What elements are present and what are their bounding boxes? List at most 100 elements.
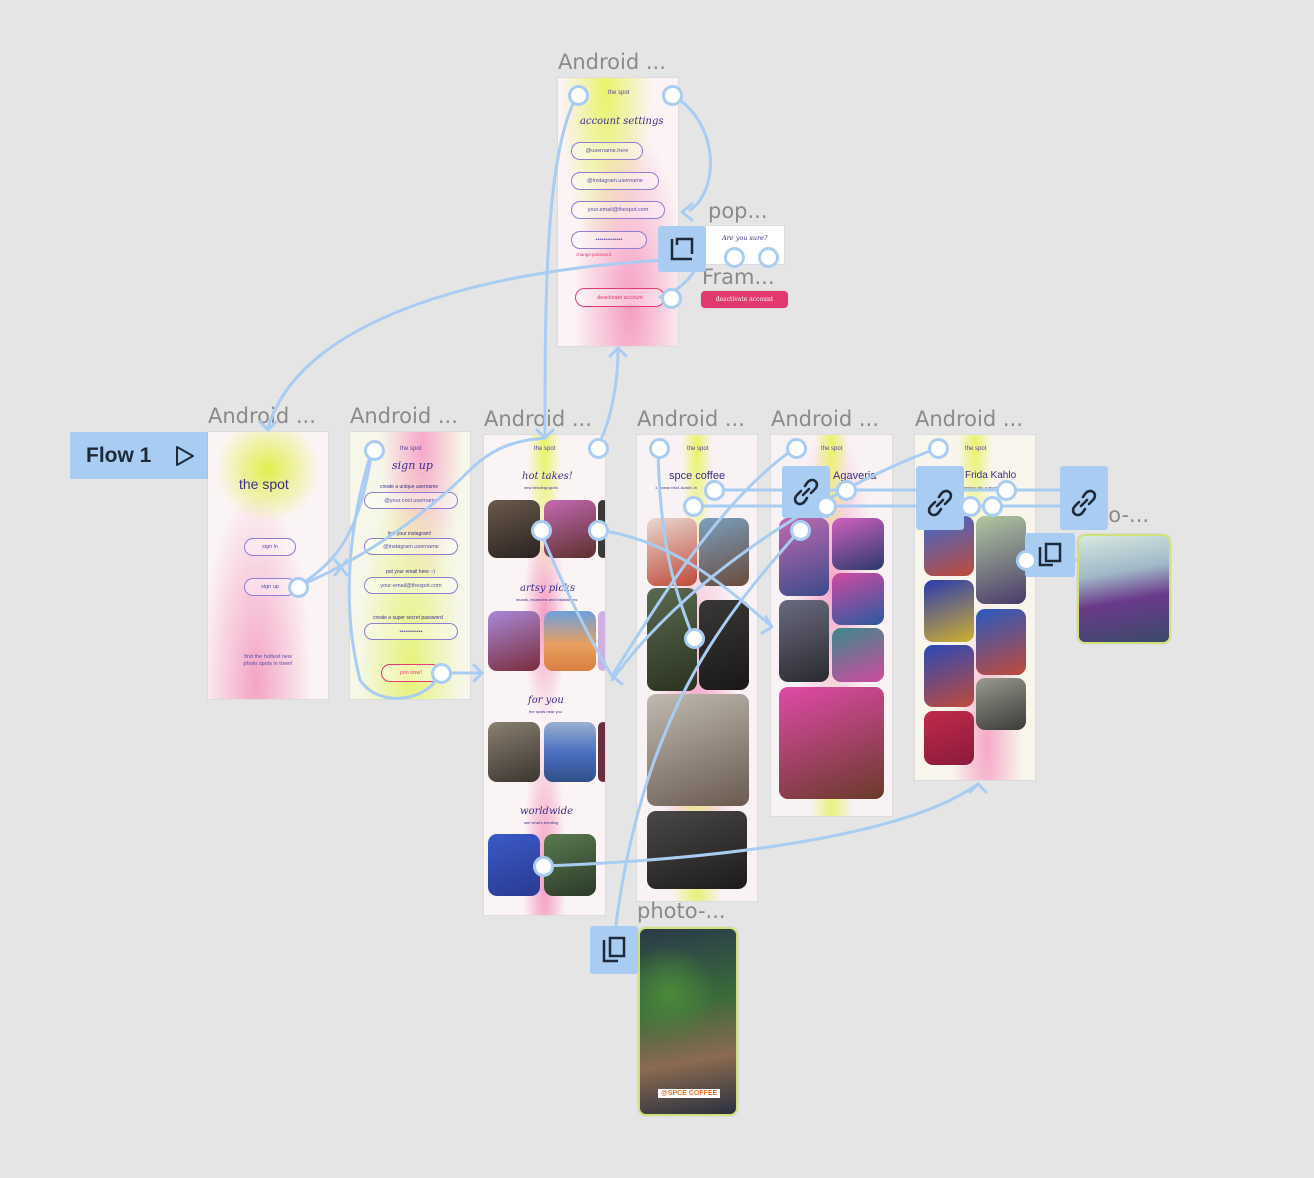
frame-sign-up[interactable]: the spot sign up create a unique usernam…	[350, 432, 470, 699]
frame-photo-bottom[interactable]: @SPCE COFFEE	[638, 927, 738, 1116]
link-icon-box[interactable]	[1060, 466, 1108, 530]
connection-line[interactable]	[295, 436, 547, 589]
frame-label-photo-right[interactable]: to-...	[1100, 503, 1150, 527]
overlay-icon-box[interactable]	[658, 226, 706, 272]
connection-node[interactable]	[996, 480, 1017, 501]
photo-thumb[interactable]	[924, 580, 974, 642]
connection-node[interactable]	[816, 496, 837, 517]
connection-node[interactable]	[724, 247, 745, 268]
link-icon-box[interactable]	[916, 466, 964, 530]
photo-thumb[interactable]	[544, 611, 596, 671]
tagline: find the hottest new photo spots in town…	[243, 654, 293, 667]
photo-thumb[interactable]	[598, 611, 605, 671]
connection-line[interactable]	[347, 448, 442, 700]
connection-line[interactable]	[541, 782, 980, 868]
connection-line[interactable]	[295, 448, 374, 589]
change-password-link[interactable]: change password	[576, 252, 612, 257]
frame-label-home[interactable]: Android ...	[484, 407, 592, 431]
arrowhead-icon	[472, 663, 484, 683]
connection-node[interactable]	[531, 520, 552, 541]
instagram-field[interactable]: @instagram.username	[571, 172, 659, 190]
frame-label-signup[interactable]: Android ...	[350, 404, 458, 428]
photo-thumb[interactable]	[488, 611, 540, 671]
connection-node[interactable]	[1016, 550, 1037, 571]
connection-node[interactable]	[836, 480, 857, 501]
connection-line[interactable]	[668, 92, 712, 212]
photo-thumb[interactable]	[779, 600, 829, 682]
photo-thumb[interactable]	[488, 722, 540, 782]
frame-home[interactable]: the spot hot takes! new trending spots a…	[484, 435, 605, 915]
photo-thumb[interactable]	[544, 500, 596, 558]
password-field[interactable]: ••••••••••••••	[571, 231, 647, 249]
photo-thumb[interactable]	[832, 628, 884, 682]
email-field[interactable]: your.email@thespot.com	[571, 201, 665, 219]
frame-label-frida[interactable]: Android ...	[915, 407, 1023, 431]
username-field[interactable]: @username.here	[571, 142, 643, 160]
photo-thumb[interactable]	[976, 678, 1026, 730]
photo-thumb[interactable]	[976, 609, 1026, 675]
frame-label-photo-bottom[interactable]: photo-...	[637, 899, 726, 923]
connection-line[interactable]	[266, 258, 668, 430]
connection-line[interactable]	[610, 446, 797, 678]
connection-node[interactable]	[662, 85, 683, 106]
instagram-input[interactable]: @instagram.username	[364, 538, 458, 555]
connection-node[interactable]	[588, 438, 609, 459]
connection-line[interactable]	[612, 528, 802, 942]
connection-node[interactable]	[364, 440, 385, 461]
connection-node[interactable]	[928, 438, 949, 459]
photo-caption: @SPCE COFFEE	[658, 1089, 721, 1098]
frame-photo-right[interactable]	[1077, 534, 1171, 644]
photo-thumb[interactable]	[924, 645, 974, 707]
photo-thumb[interactable]	[832, 518, 884, 570]
connection-node[interactable]	[568, 85, 589, 106]
photo-thumb[interactable]	[832, 573, 884, 625]
connection-node[interactable]	[431, 663, 452, 684]
photo-thumb[interactable]	[598, 722, 605, 782]
connection-node[interactable]	[960, 496, 981, 517]
frame-label-coffee[interactable]: Android ...	[637, 407, 745, 431]
frame-account-settings[interactable]: the spot account settings @username.here…	[558, 78, 678, 346]
connection-node[interactable]	[758, 247, 779, 268]
photo-thumb[interactable]	[779, 687, 884, 799]
overlay-icon-box[interactable]	[590, 926, 638, 974]
connection-node[interactable]	[683, 496, 704, 517]
link-chain-icon	[793, 478, 819, 506]
frame-label-settings[interactable]: Android ...	[558, 50, 666, 74]
photo-thumb[interactable]	[647, 811, 747, 889]
frame-label-agaveria[interactable]: Android ...	[771, 407, 879, 431]
connection-node[interactable]	[790, 520, 811, 541]
connection-line[interactable]	[656, 446, 695, 640]
connection-line[interactable]	[595, 528, 772, 627]
flow-starting-point[interactable]: Flow 1	[70, 432, 208, 479]
email-input[interactable]: your-email@thespot.com	[364, 577, 458, 594]
frame-label-frame[interactable]: Fram...	[702, 265, 775, 289]
frame-splash[interactable]: the spot sign in sign up find the hottes…	[208, 432, 328, 699]
connection-node[interactable]	[684, 628, 705, 649]
photo-thumb[interactable]	[647, 694, 749, 806]
connection-node[interactable]	[786, 438, 807, 459]
sign-in-button[interactable]: sign in	[244, 538, 296, 556]
logo: the spot	[687, 446, 709, 452]
connection-line[interactable]	[538, 528, 614, 678]
connection-node[interactable]	[588, 520, 609, 541]
connection-node[interactable]	[982, 496, 1003, 517]
connection-line[interactable]	[610, 446, 940, 682]
arrowhead-icon	[680, 202, 694, 222]
connection-node[interactable]	[704, 480, 725, 501]
frame-label-popup[interactable]: pop...	[708, 199, 768, 223]
connection-line[interactable]	[543, 92, 580, 440]
connection-node[interactable]	[661, 288, 682, 309]
connection-line[interactable]	[595, 348, 620, 450]
close-x-icon[interactable]	[333, 558, 349, 577]
play-triangle-icon[interactable]	[174, 444, 196, 468]
frame-deactivate-button[interactable]: deactivate account	[701, 291, 788, 308]
connection-node[interactable]	[649, 438, 670, 459]
photo-thumb[interactable]	[924, 711, 974, 765]
photo-thumb[interactable]	[544, 722, 596, 782]
photo-thumb[interactable]	[699, 600, 749, 690]
connection-node[interactable]	[288, 577, 309, 598]
photo-thumb[interactable]	[488, 834, 540, 896]
connection-node[interactable]	[533, 856, 554, 877]
password-input[interactable]: ••••••••••••	[364, 623, 458, 640]
username-input[interactable]: @your.cool.username	[364, 492, 458, 509]
